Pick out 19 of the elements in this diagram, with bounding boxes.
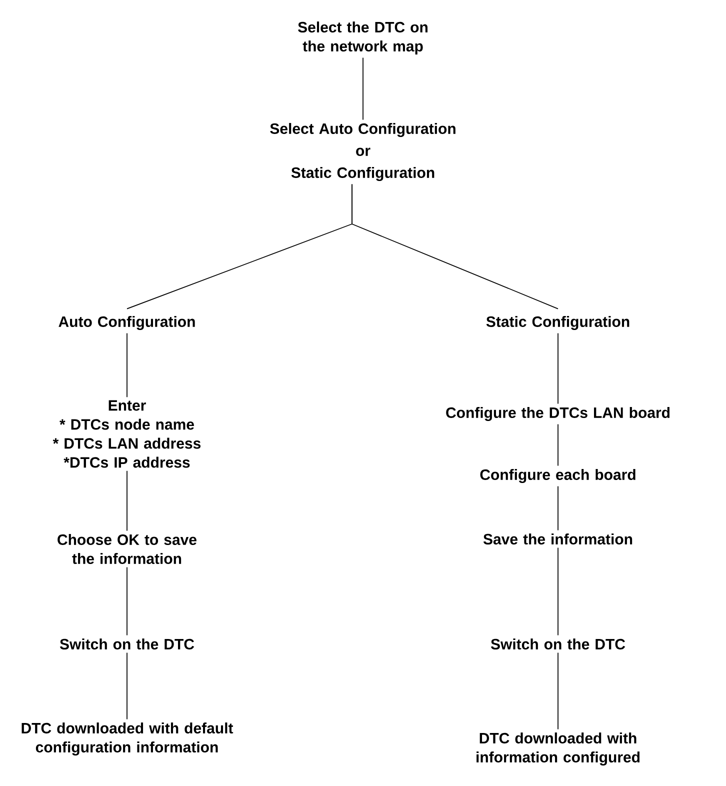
connector-line bbox=[352, 184, 558, 310]
step-text: Static Configuration bbox=[486, 316, 630, 330]
step-text: Choose OK to save the information bbox=[58, 534, 196, 564]
step-text: DTC downloaded with default configuration information bbox=[22, 722, 234, 756]
step-text: Switch on the DTC bbox=[60, 638, 194, 650]
step-text: Select the DTC on the network map bbox=[298, 22, 428, 54]
step-text: Configure the DTCs LAN board bbox=[446, 406, 670, 422]
connector-line bbox=[362, 57, 364, 120]
step-text: Auto Configuration bbox=[58, 316, 195, 330]
connector-line bbox=[126, 566, 128, 636]
step-text: Select Auto Configuration or Static Configuration bbox=[270, 122, 456, 182]
connector-line bbox=[126, 470, 128, 532]
connector-line bbox=[126, 652, 128, 720]
step-text: Configure each board bbox=[480, 468, 636, 484]
step-text: Save the information bbox=[483, 534, 632, 544]
step-text: Enter * DTCs node name * DTCs LAN address *DTCs IP address bbox=[52, 400, 201, 468]
connector-line bbox=[126, 332, 128, 398]
step-text: DTC downloaded with information configured bbox=[476, 732, 640, 766]
step-text: Switch on the DTC bbox=[490, 638, 626, 650]
